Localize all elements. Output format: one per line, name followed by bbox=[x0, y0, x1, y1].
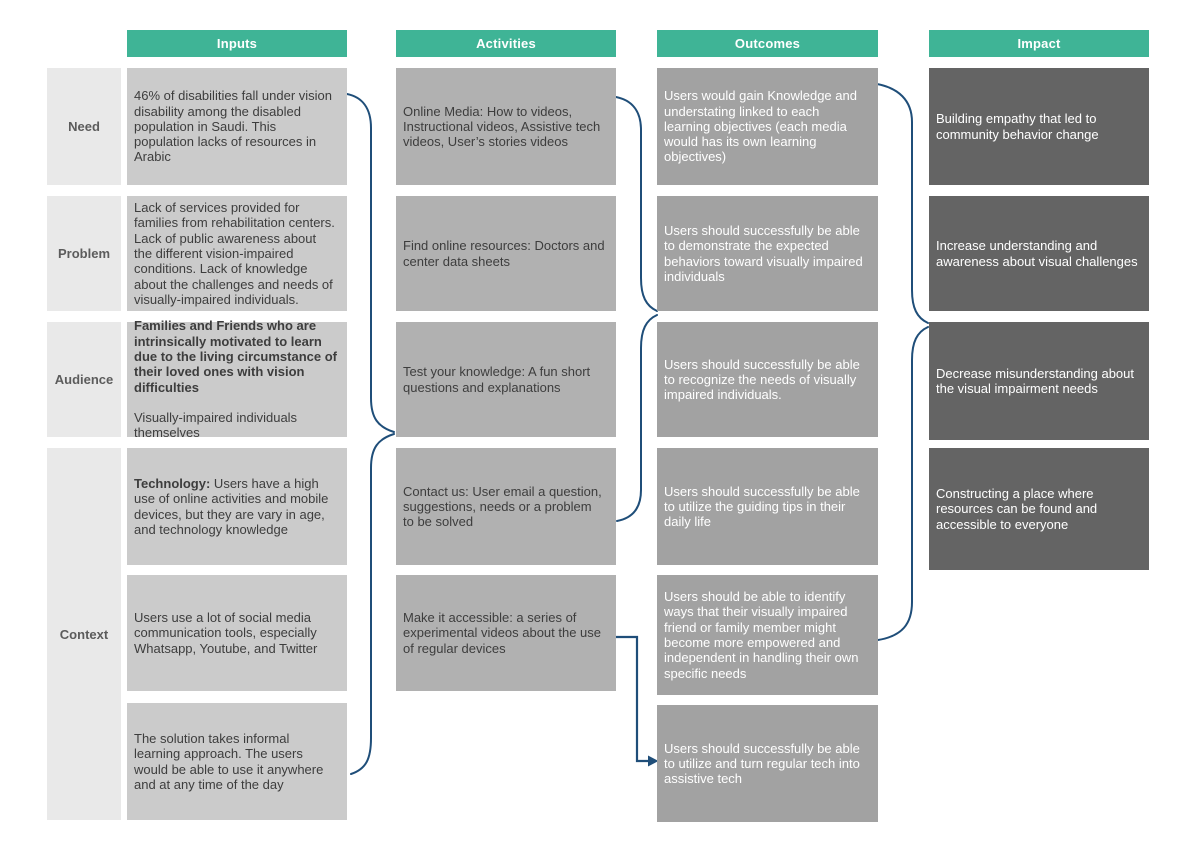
inputs-box-audience: Families and Friends who are intrinsical… bbox=[127, 318, 347, 440]
box-text: Make it accessible: a series of experime… bbox=[403, 610, 602, 656]
box-text: Building empathy that led to community b… bbox=[936, 111, 1099, 142]
column-header-activities: Activities bbox=[396, 30, 616, 57]
impact-box-empathy: Building empathy that led to community b… bbox=[929, 68, 1149, 185]
outcomes-box-regular-tech: Users should successfully be able to uti… bbox=[657, 705, 878, 822]
box-text: Constructing a place where resources can… bbox=[936, 486, 1098, 532]
inputs-box-context-social-media: Users use a lot of social media communic… bbox=[127, 575, 347, 691]
inputs-box-context-technology: Technology: Users have a high use of onl… bbox=[127, 448, 347, 565]
column-header-outcomes: Outcomes bbox=[657, 30, 878, 57]
row-label-context: Context bbox=[47, 448, 121, 820]
connector-outcomes-to-impact-lower bbox=[877, 326, 929, 641]
box-text: Find online resources: Doctors and cente… bbox=[403, 238, 605, 269]
box-text: 46% of disabilities fall under vision di… bbox=[134, 88, 332, 165]
box-text-bold: Technology: bbox=[134, 475, 211, 491]
box-text: Users should successfully be able to uti… bbox=[664, 740, 860, 787]
activities-box-make-accessible: Make it accessible: a series of experime… bbox=[396, 575, 616, 691]
outcomes-box-recognize-needs: Users should successfully be able to rec… bbox=[657, 322, 878, 437]
activities-box-online-media: Online Media: How to videos, Instruction… bbox=[396, 68, 616, 185]
outcomes-box-identify-ways: Users should be able to identify ways th… bbox=[657, 575, 878, 695]
box-text: The solution takes informal learning app… bbox=[134, 730, 324, 792]
box-text: Users should successfully be able to dem… bbox=[664, 222, 863, 284]
activities-box-test-knowledge: Test your knowledge: A fun short questio… bbox=[396, 322, 616, 437]
row-label-problem: Problem bbox=[47, 196, 121, 311]
impact-box-awareness: Increase understanding and awareness abo… bbox=[929, 196, 1149, 311]
row-label-audience: Audience bbox=[47, 322, 121, 437]
box-text: Decrease misunderstanding about the visu… bbox=[936, 365, 1135, 396]
box-text: Technology: Users have a high use of onl… bbox=[134, 476, 337, 537]
box-text: Users use a lot of social media communic… bbox=[134, 610, 318, 656]
connector-activities-to-outcomes-lower bbox=[616, 314, 658, 522]
activities-box-find-resources: Find online resources: Doctors and cente… bbox=[396, 196, 616, 311]
activities-box-contact-us: Contact us: User email a question, sugge… bbox=[396, 448, 616, 565]
box-text: Users should successfully be able to rec… bbox=[664, 356, 860, 403]
connector-make-accessible-to-regular-tech bbox=[614, 635, 650, 763]
impact-box-resources-place: Constructing a place where resources can… bbox=[929, 448, 1149, 570]
box-text: Users should be able to identify ways th… bbox=[664, 589, 859, 681]
inputs-box-context-informal-learning: The solution takes informal learning app… bbox=[127, 703, 347, 820]
box-text: Contact us: User email a question, sugge… bbox=[403, 483, 602, 530]
box-text: Visually-impaired individuals themselves bbox=[134, 410, 298, 441]
box-text: Users would gain Knowledge and understat… bbox=[664, 88, 857, 165]
impact-box-misunderstanding: Decrease misunderstanding about the visu… bbox=[929, 322, 1149, 440]
outcomes-box-guiding-tips: Users should successfully be able to uti… bbox=[657, 448, 878, 565]
inputs-box-need: 46% of disabilities fall under vision di… bbox=[127, 68, 347, 185]
outcomes-box-expected-behaviors: Users should successfully be able to dem… bbox=[657, 196, 878, 311]
inputs-box-problem: Lack of services provided for families f… bbox=[127, 196, 347, 311]
outcomes-box-knowledge: Users would gain Knowledge and understat… bbox=[657, 68, 878, 185]
box-text: Test your knowledge: A fun short questio… bbox=[403, 364, 591, 395]
box-text-rest: Users have a high use of online activiti… bbox=[134, 475, 329, 537]
box-text-bold: Families and Friends who are intrinsical… bbox=[134, 318, 337, 395]
connector-inputs-to-activities-lower bbox=[350, 433, 395, 775]
column-header-inputs: Inputs bbox=[127, 30, 347, 57]
connector-activities-to-outcomes-upper bbox=[615, 96, 658, 312]
box-text: Online Media: How to videos, Instruction… bbox=[403, 103, 601, 150]
box-text: Increase understanding and awareness abo… bbox=[936, 238, 1138, 269]
row-label-need: Need bbox=[47, 68, 121, 185]
column-header-impact: Impact bbox=[929, 30, 1149, 57]
box-text: Users should successfully be able to uti… bbox=[664, 483, 860, 530]
box-text: Lack of services provided for families f… bbox=[134, 199, 335, 307]
connector-outcomes-to-impact-upper bbox=[876, 83, 929, 324]
connector-inputs-to-activities-upper bbox=[346, 93, 395, 433]
